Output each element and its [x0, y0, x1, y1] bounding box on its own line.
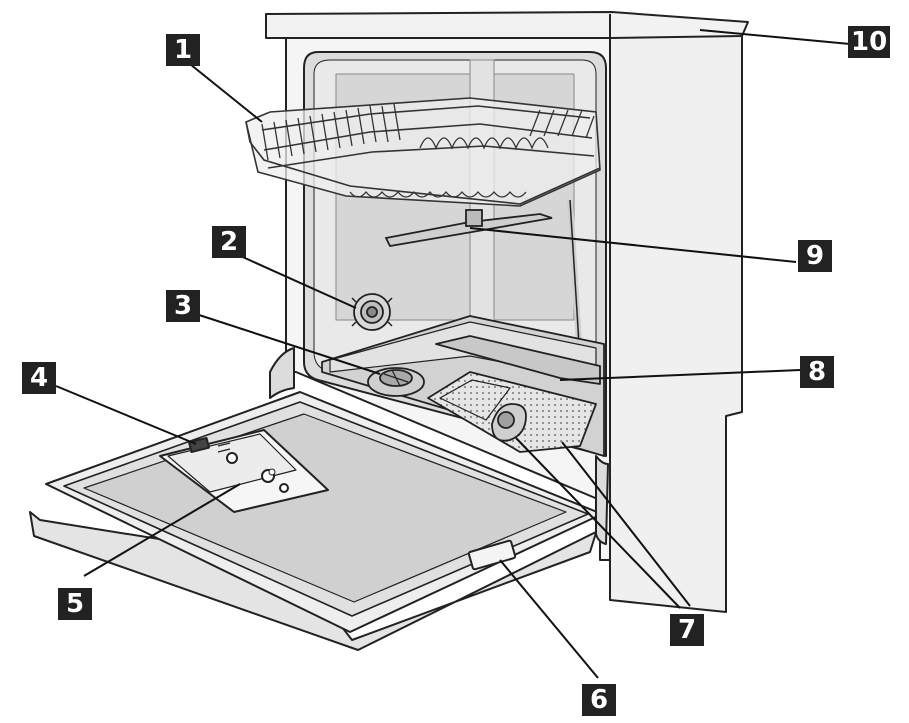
leader-line-7b	[561, 441, 691, 607]
callout-9: 9	[798, 240, 832, 272]
callout-10: 10	[848, 26, 891, 58]
callout-3: 3	[166, 290, 200, 322]
callout-2: 2	[212, 226, 246, 258]
leader-line-10	[699, 29, 851, 45]
inlet-fitting	[351, 293, 393, 331]
worktop	[265, 11, 749, 39]
callout-1: 1	[166, 34, 200, 66]
leader-line-1	[179, 55, 263, 123]
callout-6: 6	[582, 684, 616, 716]
leader-line-2	[235, 253, 357, 309]
callout-5: 5	[58, 588, 92, 620]
cabinet-side-panel	[609, 33, 743, 613]
leader-lines	[55, 29, 851, 679]
leader-line-3	[195, 313, 381, 375]
rinse-aid-indicator	[188, 436, 210, 454]
leader-line-5	[83, 483, 241, 577]
leader-line-6	[499, 559, 599, 679]
callout-4: 4	[22, 362, 56, 394]
callout-8: 8	[800, 356, 834, 388]
salt-container	[367, 367, 425, 397]
leader-line-4	[55, 385, 197, 445]
leader-line-8	[559, 369, 801, 381]
filter-system	[427, 371, 597, 453]
door-handle	[467, 539, 517, 571]
callout-7: 7	[670, 614, 704, 646]
lower-spray-arm	[435, 335, 601, 385]
leader-line-9	[469, 227, 797, 263]
leader-line-7a	[515, 437, 681, 609]
upper-spray-arm	[384, 209, 553, 247]
upper-basket	[245, 97, 601, 207]
